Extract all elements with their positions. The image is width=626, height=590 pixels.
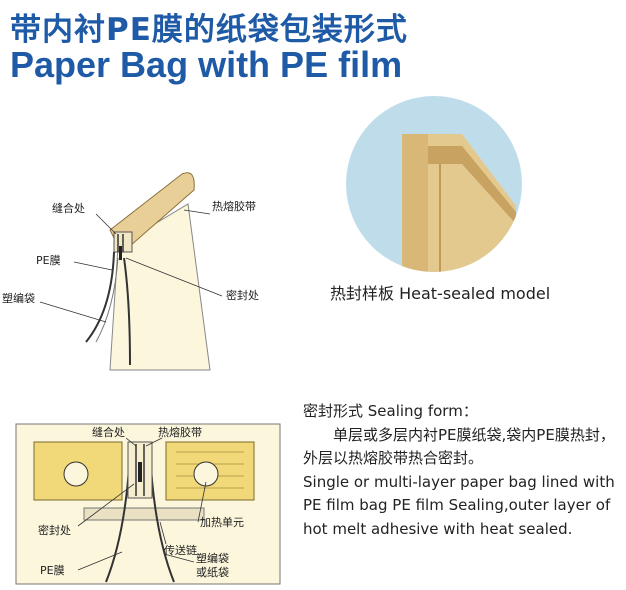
label-pe-film: PE膜 <box>36 254 61 267</box>
label2-bag-line2: 或纸袋 <box>196 565 229 579</box>
bag-wall-right <box>123 257 131 366</box>
label2-seam: 缝合处 <box>92 425 125 439</box>
description-heading: 密封形式 Sealing form： <box>303 402 478 420</box>
bag-structure-diagram: 缝合处 热熔胶带 PE膜 密封处 塑编袋 <box>2 172 259 371</box>
bag-wall-left <box>85 251 115 343</box>
conveyor-bar <box>83 507 205 521</box>
label2-pe-film: PE膜 <box>40 564 65 577</box>
label2-heating-unit: 加热单元 <box>200 516 244 529</box>
label2-hotmelt-tape: 热熔胶带 <box>158 425 202 439</box>
sealing-description: 密封形式 Sealing form： 单层或多层内衬PE膜纸袋,袋内PE膜热封，… <box>303 400 623 541</box>
hotmelt-tape-shape <box>109 172 195 247</box>
description-english: Single or multi-layer paper bag lined wi… <box>303 472 615 538</box>
label-hotmelt-tape: 热熔胶带 <box>212 199 256 213</box>
sample-caption: 热封样板 Heat-sealed model <box>330 284 551 303</box>
label-seam: 缝合处 <box>52 201 85 215</box>
title-english: Paper Bag with PE film <box>10 44 403 85</box>
sealing-machine-diagram: 缝合处 热熔胶带 密封处 加热单元 传送链 PE膜 塑编袋 或纸袋 <box>15 423 281 585</box>
label-seal: 密封处 <box>226 288 259 302</box>
description-chinese: 单层或多层内衬PE膜纸袋,袋内PE膜热封，外层以热熔胶带热合密封。 <box>303 425 615 468</box>
label2-seal: 密封处 <box>38 523 71 537</box>
label2-conveyor: 传送链 <box>164 543 197 557</box>
label-woven-bag: 塑编袋 <box>2 291 35 305</box>
title-chinese: 带内衬PE膜的纸袋包装形式 <box>10 12 408 48</box>
bag-body <box>109 203 211 371</box>
heat-sealed-sample-photo <box>346 96 522 272</box>
label2-bag-line1: 塑编袋 <box>196 551 229 565</box>
